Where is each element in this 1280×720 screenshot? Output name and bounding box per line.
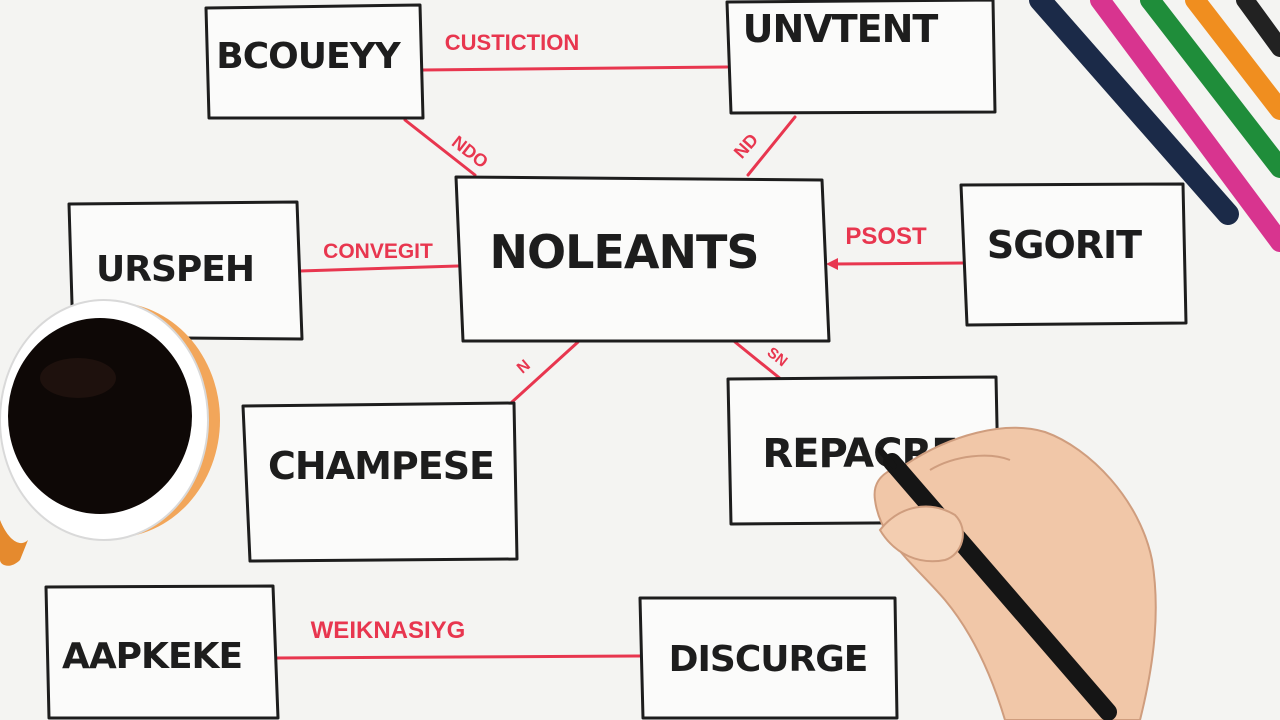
edge-bottom-link-label: WEIKNASIYG — [311, 617, 466, 644]
box-center — [454, 175, 831, 343]
arrowhead-right-center — [826, 258, 838, 270]
edge-left-center — [298, 264, 460, 273]
box-bottom-left — [44, 584, 280, 720]
edge-top-left-center — [403, 118, 477, 177]
edge-right-center — [830, 261, 967, 266]
edge-top-link-label: CUSTICTION — [445, 30, 579, 55]
edge-center-mid-left — [510, 340, 580, 404]
box-top-left — [204, 3, 425, 120]
markers-illustration — [1029, 0, 1280, 252]
node-bottom-right-label: DISCURGE — [669, 639, 868, 680]
coffee-cup-illustration — [0, 299, 220, 566]
node-top-left-label: BCOUEYY — [216, 36, 401, 77]
edge-bottom-link — [274, 654, 642, 660]
node-right-label: SGORIT — [987, 223, 1142, 267]
box-top-right — [725, 0, 997, 115]
edge-center-mid-right — [733, 340, 784, 382]
hand-with-pen-illustration — [873, 426, 1157, 720]
edge-left-center-label: CONVEGIT — [323, 240, 433, 263]
node-bottom-left-label: AAPKEKE — [62, 636, 242, 677]
node-center-label: NOLEANTS — [490, 225, 759, 279]
node-mid-left-label: CHAMPESE — [268, 444, 494, 488]
edge-right-center-label: PSOST — [845, 223, 927, 250]
box-bottom-right — [638, 596, 899, 720]
node-left-label: URSPEH — [96, 249, 254, 290]
box-right — [959, 182, 1188, 327]
node-top-right-label: UNVTENT — [743, 7, 939, 51]
edge-top-link — [420, 65, 729, 72]
box-mid-left — [241, 401, 519, 563]
edges — [274, 65, 967, 660]
edge-top-right-center — [746, 115, 797, 177]
boxes — [44, 0, 1188, 720]
